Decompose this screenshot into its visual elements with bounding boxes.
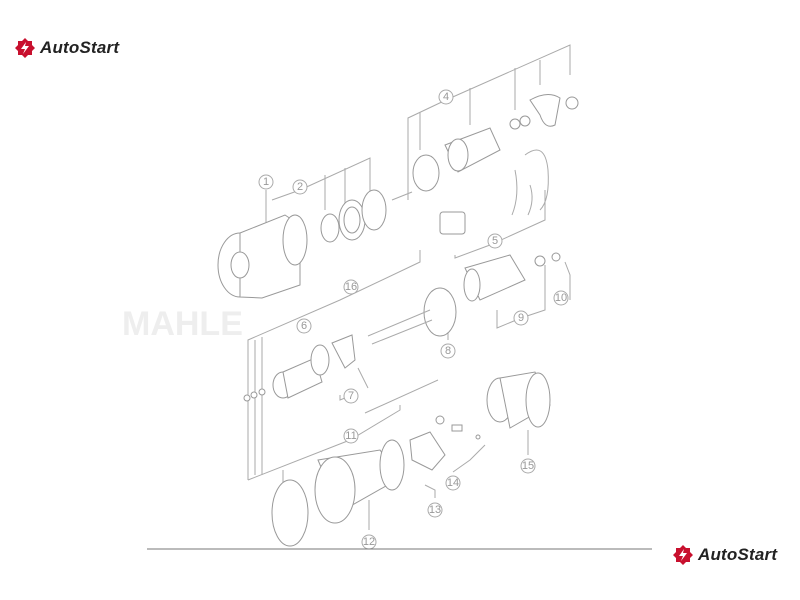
callout-12: 12 (361, 534, 377, 550)
brand-name: AutoStart (698, 545, 778, 564)
svg-text:12: 12 (363, 536, 375, 548)
callout-7: 7 (343, 388, 359, 404)
svg-text:8: 8 (445, 345, 451, 357)
callout-16: 16 (343, 279, 359, 295)
svg-text:10: 10 (555, 292, 567, 304)
callout-5: 5 (487, 233, 503, 249)
end-cover (486, 371, 551, 429)
svg-text:6: 6 (301, 320, 307, 332)
bearing-rings (320, 189, 387, 243)
callout-1: 1 (258, 174, 274, 190)
brand-logo-top: AutoStart (14, 37, 119, 59)
callout-6: 6 (296, 318, 312, 334)
callout-10: 10 (553, 290, 569, 306)
svg-text:7: 7 (348, 390, 354, 402)
through-bolts (364, 379, 439, 414)
svg-text:9: 9 (518, 312, 524, 324)
svg-text:13: 13 (429, 504, 441, 516)
svg-text:2: 2 (297, 181, 303, 193)
callout-11: 11 (343, 428, 359, 444)
watermark: MAHLE (122, 305, 243, 343)
svg-text:11: 11 (345, 430, 356, 442)
callout-15: 15 (520, 458, 536, 474)
armature (463, 252, 561, 302)
yoke (271, 439, 405, 547)
fork-lever (331, 334, 369, 389)
relay-and-cables (439, 149, 549, 235)
gear-bolt-icon (673, 545, 693, 565)
callout-4: 4 (438, 89, 454, 105)
brand-name: AutoStart (40, 38, 120, 57)
brush-holder (409, 415, 481, 471)
intermediate-bearing-shaft (367, 287, 457, 345)
solenoid (391, 94, 579, 201)
svg-text:16: 16 (345, 281, 357, 293)
callout-14: 14 (445, 475, 461, 491)
svg-text:4: 4 (443, 91, 449, 103)
callout-9: 9 (513, 310, 529, 326)
svg-text:1: 1 (263, 176, 269, 188)
callout-13: 13 (427, 502, 443, 518)
brand-logo-bottom: AutoStart (672, 544, 777, 566)
drive-end-housing (217, 214, 308, 299)
svg-text:5: 5 (492, 235, 498, 247)
pinion-drive (243, 344, 330, 402)
gear-bolt-icon (15, 38, 35, 58)
callout-8: 8 (440, 343, 456, 359)
callout-2: 2 (292, 179, 308, 195)
svg-text:14: 14 (447, 477, 459, 489)
svg-text:15: 15 (522, 460, 534, 472)
